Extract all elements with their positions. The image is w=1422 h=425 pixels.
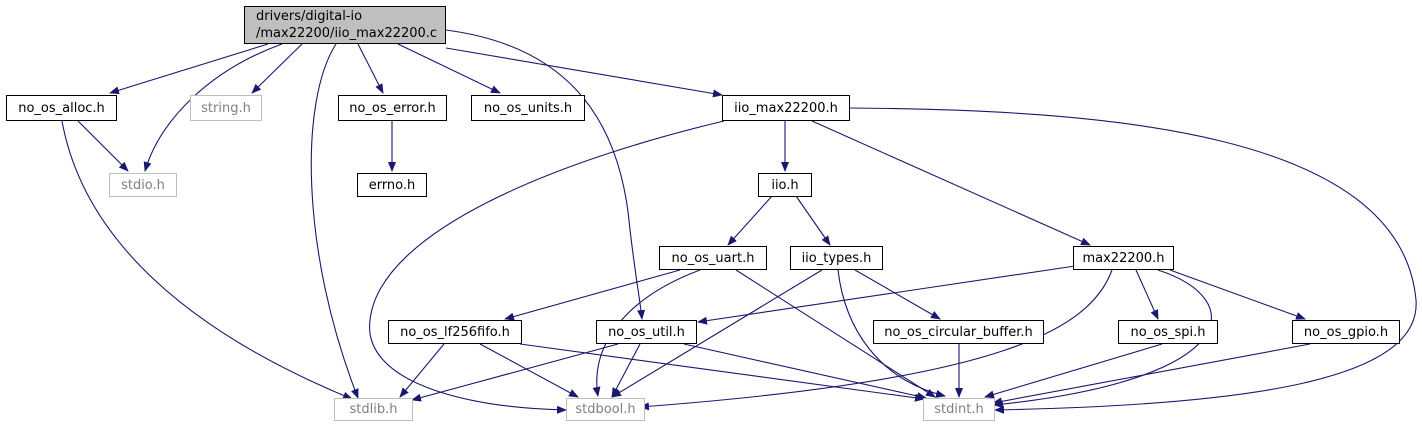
- node-no-os-spi[interactable]: no_os_spi.h: [1118, 320, 1218, 344]
- node-stdbool[interactable]: stdbool.h: [566, 398, 645, 421]
- node-string[interactable]: string.h: [190, 95, 262, 121]
- node-iio[interactable]: iio.h: [758, 173, 812, 197]
- node-iio-types[interactable]: iio_types.h: [790, 246, 883, 270]
- root-file-line1: drivers/digital-io: [256, 9, 363, 24]
- edge-iio-max22200-stdbool: [369, 120, 725, 414]
- edge-max22200-no-os-spi: [1135, 269, 1159, 320]
- edge-root-no-os-alloc: [109, 43, 269, 95]
- edge-lf256fifo-stdbool: [479, 343, 579, 398]
- node-max22200[interactable]: max22200.h: [1073, 246, 1174, 270]
- edge-root-string: [251, 43, 303, 94]
- edge-no-os-spi-stdint: [984, 343, 1163, 399]
- edge-no-os-alloc-stdlib: [61, 120, 353, 400]
- edge-root-stdlib: [310, 43, 359, 399]
- node-stdio[interactable]: stdio.h: [109, 173, 177, 197]
- edge-iio-types-stdbool: [611, 269, 823, 398]
- edge-max22200-stdbool: [639, 269, 1113, 411]
- edge-max22200-no-os-util: [697, 265, 1076, 325]
- node-stdint[interactable]: stdint.h: [923, 398, 995, 421]
- node-no-os-circular-buffer[interactable]: no_os_circular_buffer.h: [873, 320, 1044, 344]
- edge-no-os-gpio-stdint: [992, 343, 1311, 406]
- node-iio-max22200-h[interactable]: iio_max22200.h: [722, 95, 850, 121]
- node-errno[interactable]: errno.h: [357, 173, 427, 197]
- edges: [61, 29, 1417, 414]
- edge-iio-types-stdint: [837, 269, 946, 398]
- node-no-os-gpio[interactable]: no_os_gpio.h: [1292, 320, 1400, 344]
- edge-lf256fifo-stdlib: [399, 343, 445, 398]
- edge-iio-max22200-stdint: [849, 107, 1417, 414]
- node-no-os-units[interactable]: no_os_units.h: [471, 95, 585, 121]
- edge-root-no-os-units: [397, 43, 501, 94]
- edge-root-no-os-error: [357, 43, 384, 94]
- edge-iio-types-circular-buffer: [854, 269, 941, 320]
- edge-root-iio-max22200: [445, 47, 723, 98]
- root-file-line2: /max22200/iio_max22200.c: [256, 26, 438, 41]
- node-no-os-alloc[interactable]: no_os_alloc.h: [6, 95, 117, 121]
- node-no-os-lf256fifo[interactable]: no_os_lf256fifo.h: [388, 320, 522, 344]
- node-stdlib[interactable]: stdlib.h: [334, 398, 413, 421]
- node-no-os-util[interactable]: no_os_util.h: [596, 320, 697, 344]
- edge-iio-no-os-uart: [727, 195, 773, 246]
- edge-iio-max22200-max22200: [811, 120, 1091, 246]
- edge-no-os-uart-lf256fifo: [504, 269, 681, 321]
- edge-no-os-util-stdint: [683, 343, 927, 400]
- node-root-file[interactable]: drivers/digital-io /max22200/iio_max2220…: [244, 6, 446, 44]
- edge-root-no-os-util: [445, 29, 646, 320]
- edge-iio-iio-types: [795, 195, 831, 246]
- node-no-os-error[interactable]: no_os_error.h: [338, 95, 447, 121]
- edge-no-os-util-stdbool: [611, 343, 641, 398]
- edge-lf256fifo-stdint: [519, 343, 925, 402]
- edge-no-os-util-stdlib: [411, 343, 619, 402]
- edge-max22200-no-os-gpio: [1169, 269, 1306, 320]
- edge-no-os-alloc-stdio: [77, 120, 129, 172]
- node-no-os-uart[interactable]: no_os_uart.h: [659, 246, 767, 270]
